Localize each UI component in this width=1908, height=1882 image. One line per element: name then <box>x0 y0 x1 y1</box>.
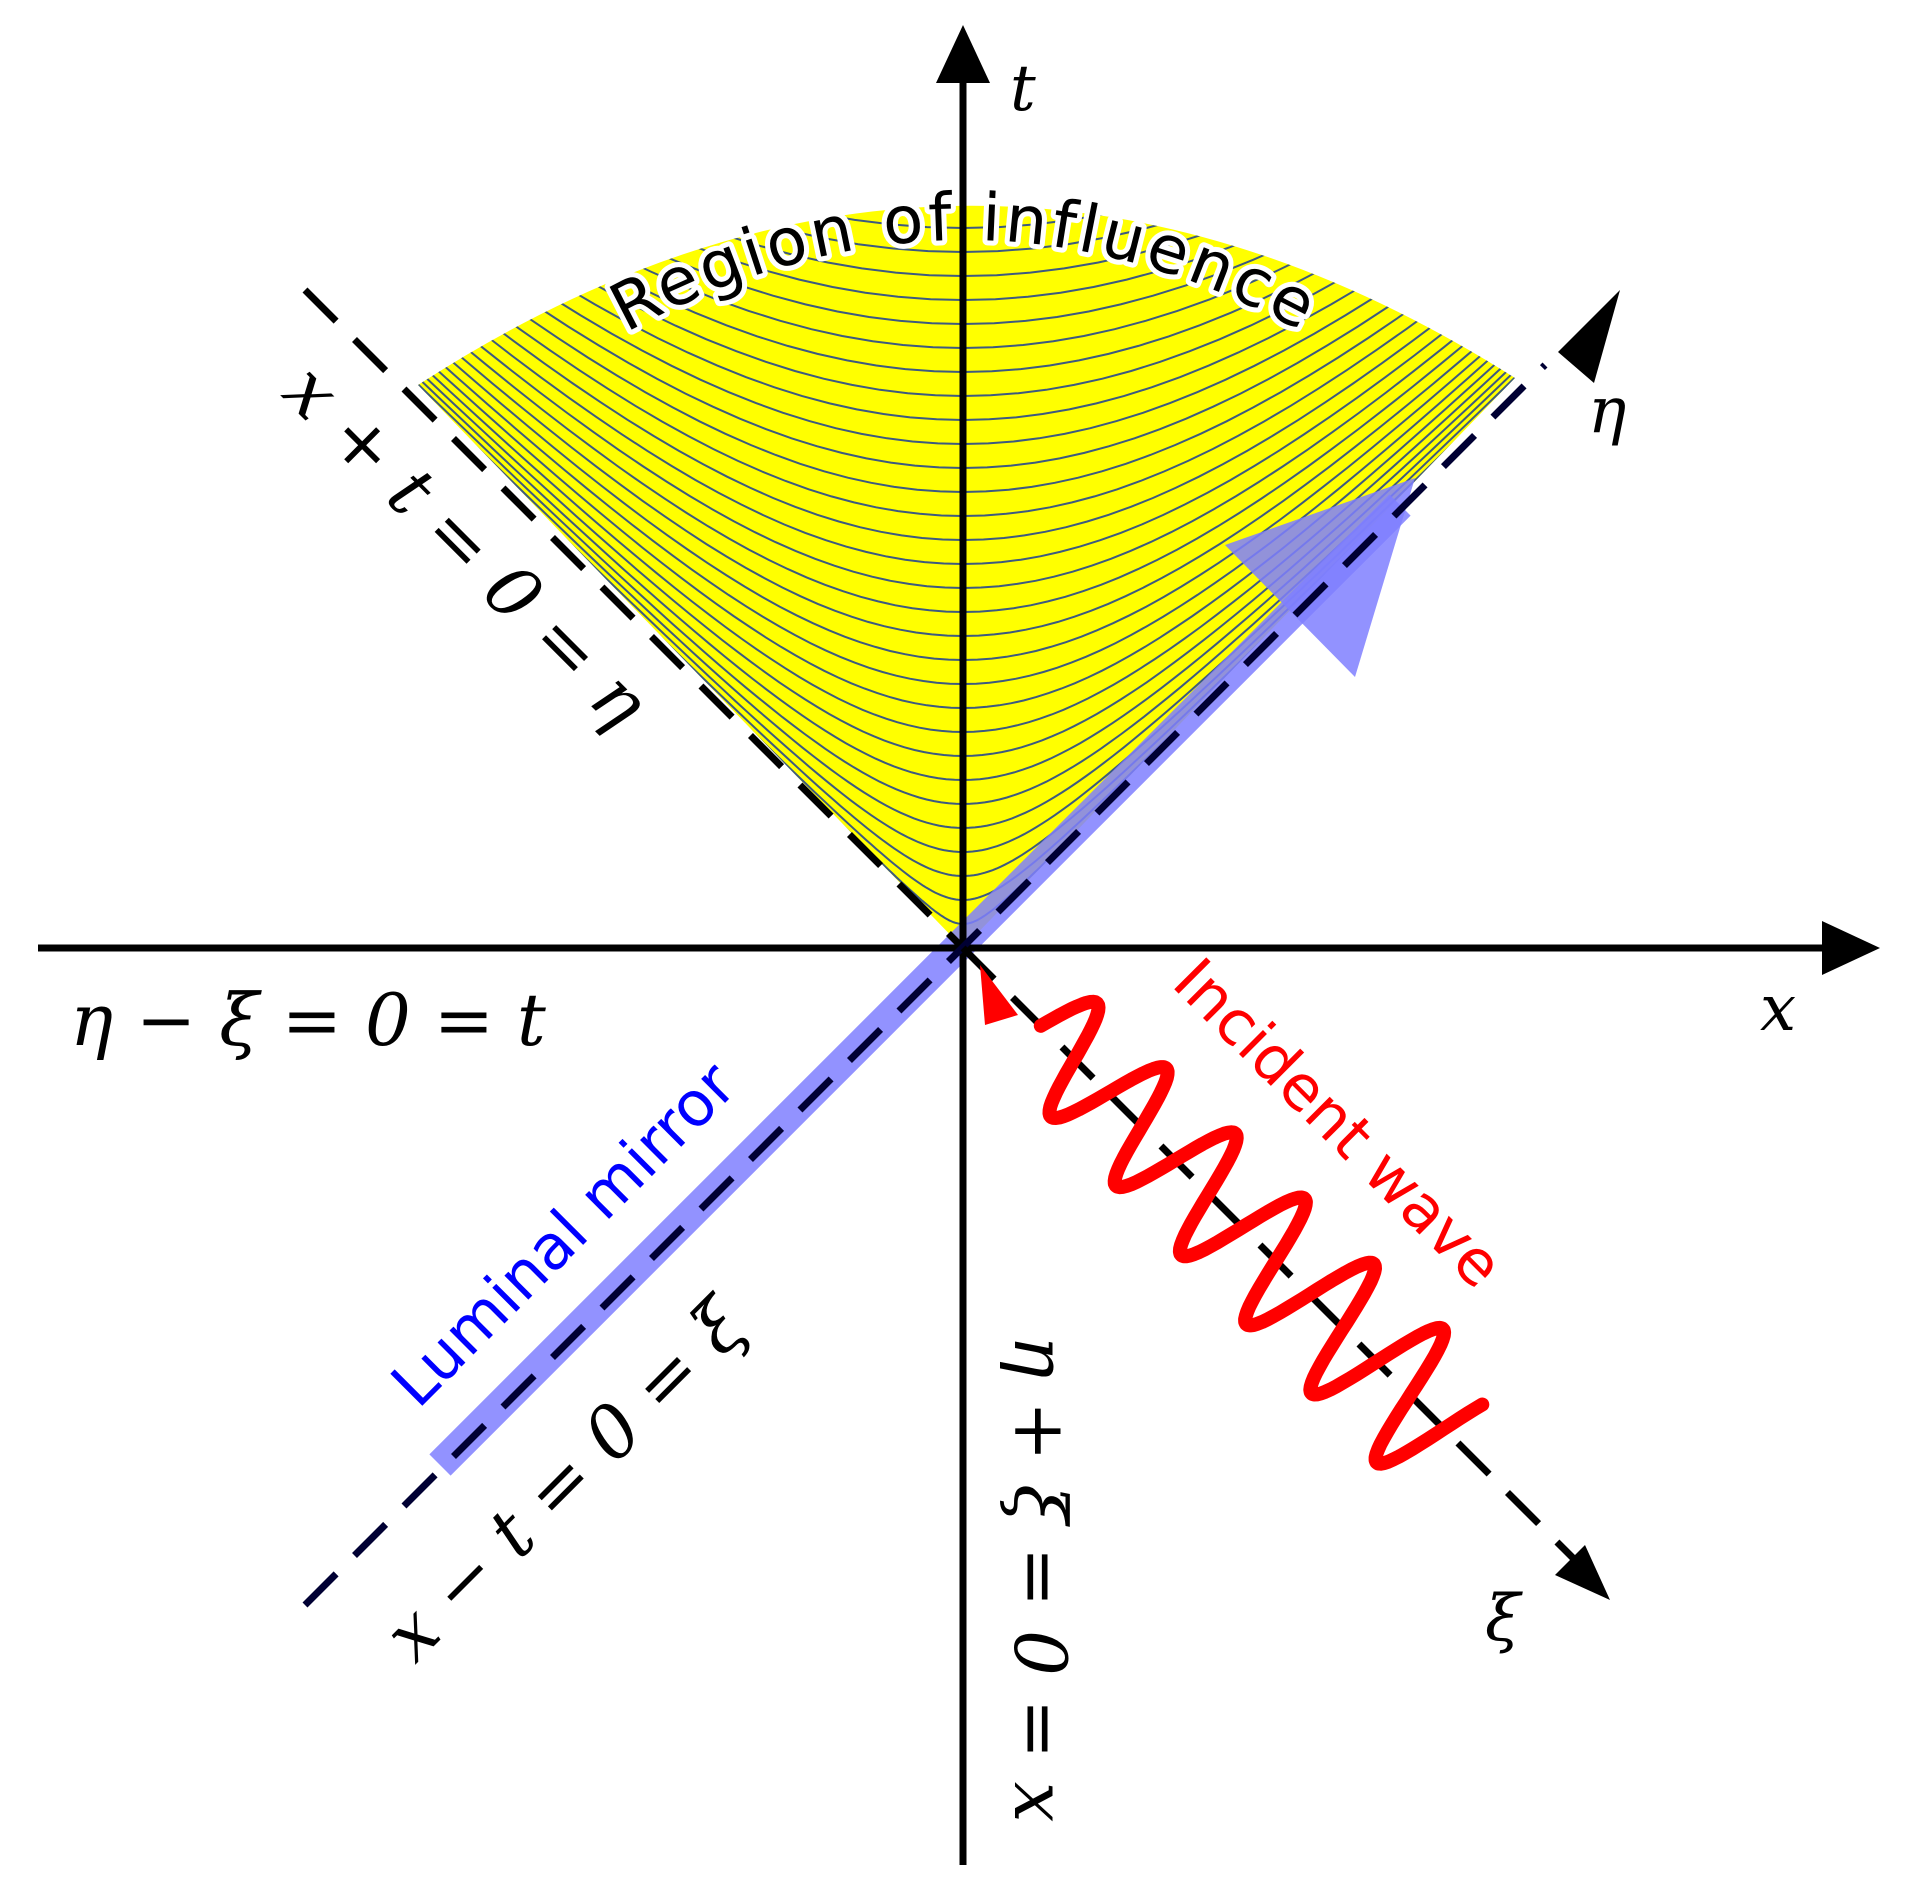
t-axis-arrow <box>936 25 990 83</box>
t-axis-label: t <box>1010 52 1036 126</box>
x-plus-t-dashed-line <box>302 287 966 951</box>
luminal-mirror-band <box>429 494 1411 1476</box>
incident-wave-curve <box>1033 994 1490 1471</box>
x-axis-label: x <box>1760 972 1796 1046</box>
xi-axis-label: ξ <box>1485 1582 1523 1656</box>
incident-wave-arrow <box>980 965 1018 1025</box>
eta-plus-xi-equation: η + ξ = 0 = x <box>998 1335 1082 1823</box>
eta-minus-xi-equation: η − ξ = 0 = t <box>70 978 547 1062</box>
eta-axis-arrow <box>1558 290 1620 383</box>
eta-axis-label: η <box>1588 374 1626 448</box>
xi-axis-arrow <box>1555 1545 1610 1600</box>
mirror-arrow-head <box>1225 478 1415 677</box>
x-axis-arrow <box>1822 921 1880 975</box>
eta-dashed-line <box>302 362 1548 1608</box>
